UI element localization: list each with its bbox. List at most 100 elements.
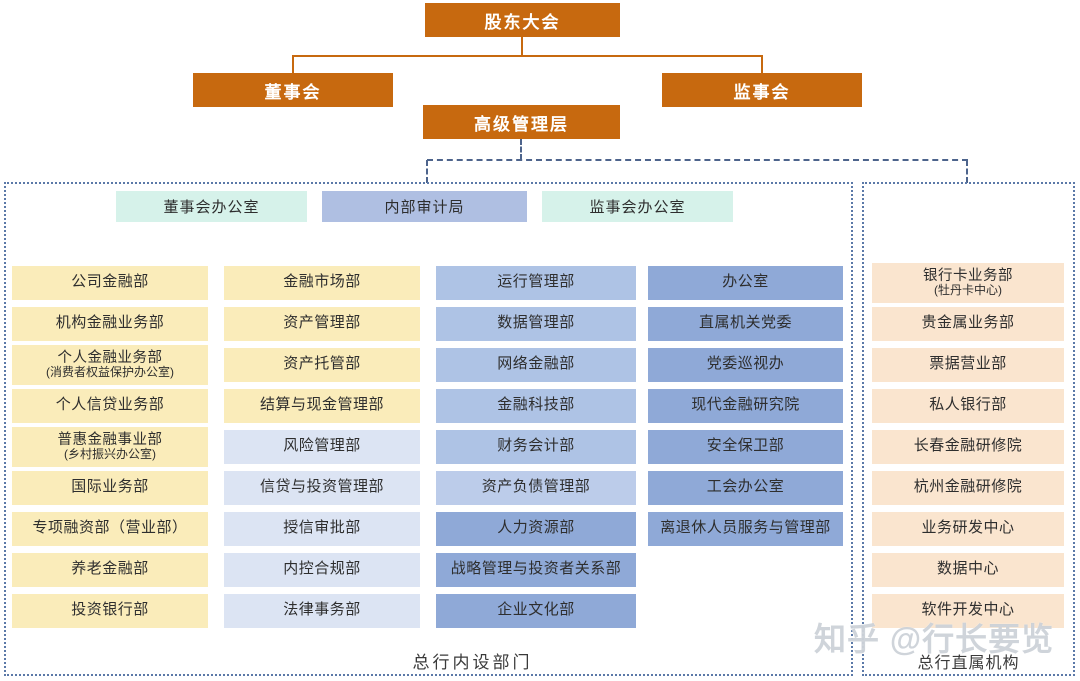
institution-label: 业务研发中心 [921, 519, 1015, 537]
department-box: 运行管理部 [436, 265, 636, 300]
dashed-connector [426, 160, 428, 183]
department-label: 人力资源部 [497, 519, 575, 537]
department-box: 资产托管部 [224, 347, 420, 382]
internal-column-2: 金融市场部 资产管理部 资产托管部 结算与现金管理部 风险管理部 [224, 262, 420, 631]
department-label: 运行管理部 [497, 273, 575, 291]
department-label: 国际业务部 [71, 478, 149, 496]
department-box: 风险管理部 [224, 429, 420, 464]
department-label: 离退休人员服务与管理部 [660, 519, 831, 537]
department-sublabel: (乡村振兴办公室) [64, 446, 156, 461]
institution-box: 软件开发中心 [872, 593, 1064, 628]
department-box: 金融科技部 [436, 388, 636, 423]
department-box: 金融市场部 [224, 265, 420, 300]
node-board-office: 董事会办公室 [116, 191, 307, 222]
connector-line [292, 55, 763, 57]
institution-box: 杭州金融研修院 [872, 470, 1064, 505]
department-label: 投资银行部 [71, 601, 149, 619]
node-internal-audit-bureau: 内部审计局 [322, 191, 527, 222]
institution-label: 软件开发中心 [921, 601, 1015, 619]
watermark: 知乎 @行长要览 [814, 621, 1055, 657]
node-board-of-supervisors: 监事会 [662, 73, 862, 107]
institution-box: 数据中心 [872, 552, 1064, 587]
department-label: 个人信贷业务部 [55, 396, 165, 414]
department-label: 资产管理部 [283, 314, 361, 332]
institution-box: 业务研发中心 [872, 511, 1064, 546]
institution-label: 长春金融研修院 [913, 437, 1023, 455]
department-label: 个人金融业务部 [57, 349, 163, 366]
institution-box: 银行卡业务部 (牡丹卡中心) [872, 262, 1064, 303]
institution-box: 长春金融研修院 [872, 429, 1064, 464]
department-label: 战略管理与投资者关系部 [450, 560, 622, 578]
institution-label: 票据营业部 [929, 355, 1007, 373]
department-box: 离退休人员服务与管理部 [648, 511, 843, 546]
dashed-connector [966, 160, 968, 183]
department-label: 内控合规部 [283, 560, 361, 578]
department-box: 数据管理部 [436, 306, 636, 341]
department-label: 网络金融部 [497, 355, 575, 373]
institution-label: 私人银行部 [929, 396, 1007, 414]
direct-institutions-column: 银行卡业务部 (牡丹卡中心) 贵金属业务部 票据营业部 私人银行部 长春金融研修… [872, 262, 1064, 631]
dashed-connector [427, 159, 968, 161]
node-supervisors-office: 监事会办公室 [542, 191, 733, 222]
department-label: 机构金融业务部 [55, 314, 165, 332]
institution-box: 贵金属业务部 [872, 306, 1064, 341]
department-label: 现代金融研究院 [691, 396, 800, 414]
department-box: 安全保卫部 [648, 429, 843, 464]
direct-zone-caption: 总行直属机构 [917, 655, 1020, 672]
connector-line [521, 37, 523, 56]
node-senior-management: 高级管理层 [423, 105, 620, 139]
department-box: 结算与现金管理部 [224, 388, 420, 423]
department-label: 信贷与投资管理部 [259, 478, 384, 496]
department-box: 人力资源部 [436, 511, 636, 546]
department-box: 企业文化部 [436, 593, 636, 628]
department-box: 战略管理与投资者关系部 [436, 552, 636, 587]
department-label: 工会办公室 [706, 478, 785, 496]
department-box: 个人信贷业务部 [12, 388, 208, 423]
internal-column-3: 运行管理部 数据管理部 网络金融部 金融科技部 财务会计部 [436, 262, 636, 631]
institution-label: 银行卡业务部 [923, 267, 1013, 284]
department-label: 企业文化部 [497, 601, 575, 619]
department-box: 授信审批部 [224, 511, 420, 546]
department-label: 金融市场部 [283, 273, 361, 291]
department-label: 党委巡视办 [706, 355, 785, 373]
department-box: 个人金融业务部 (消费者权益保护办公室) [12, 344, 208, 385]
connector-line [761, 56, 763, 74]
institution-label: 杭州金融研修院 [913, 478, 1023, 496]
node-board-of-directors: 董事会 [193, 73, 393, 107]
department-box: 办公室 [648, 265, 843, 300]
department-box: 信贷与投资管理部 [224, 470, 420, 505]
internal-departments-zone [4, 182, 853, 676]
department-box: 现代金融研究院 [648, 388, 843, 423]
department-box: 网络金融部 [436, 347, 636, 382]
internal-column-4: 办公室 直属机关党委 党委巡视办 现代金融研究院 安全保卫部 [648, 262, 843, 631]
department-box: 普惠金融事业部 (乡村振兴办公室) [12, 426, 208, 467]
department-box: 国际业务部 [12, 470, 208, 505]
department-label: 授信审批部 [283, 519, 361, 537]
department-box: 资产负债管理部 [436, 470, 636, 505]
department-box: 机构金融业务部 [12, 306, 208, 341]
institution-label: 数据中心 [936, 560, 999, 578]
department-label: 数据管理部 [497, 314, 575, 332]
department-label: 结算与现金管理部 [259, 396, 384, 414]
department-box: 直属机关党委 [648, 306, 843, 341]
institution-box: 私人银行部 [872, 388, 1064, 423]
department-label: 专项融资部（营业部） [32, 519, 188, 537]
department-label: 办公室 [722, 273, 769, 291]
department-box: 财务会计部 [436, 429, 636, 464]
department-box: 工会办公室 [648, 470, 843, 505]
department-label: 普惠金融事业部 [57, 431, 163, 448]
department-box: 专项融资部（营业部） [12, 511, 208, 546]
department-label: 资产托管部 [283, 355, 361, 373]
department-label: 安全保卫部 [706, 437, 785, 455]
node-shareholders-meeting: 股东大会 [425, 3, 620, 37]
department-box: 公司金融部 [12, 265, 208, 300]
department-label: 直属机关党委 [698, 314, 792, 332]
department-label: 金融科技部 [497, 396, 575, 414]
institution-label: 贵金属业务部 [921, 314, 1015, 332]
dashed-connector [520, 139, 522, 160]
internal-zone-caption: 总行内设部门 [412, 653, 533, 672]
department-label: 财务会计部 [497, 437, 575, 455]
department-box: 养老金融部 [12, 552, 208, 587]
internal-column-1: 公司金融部 机构金融业务部 个人金融业务部 (消费者权益保护办公室) 个人信贷业… [12, 262, 208, 631]
